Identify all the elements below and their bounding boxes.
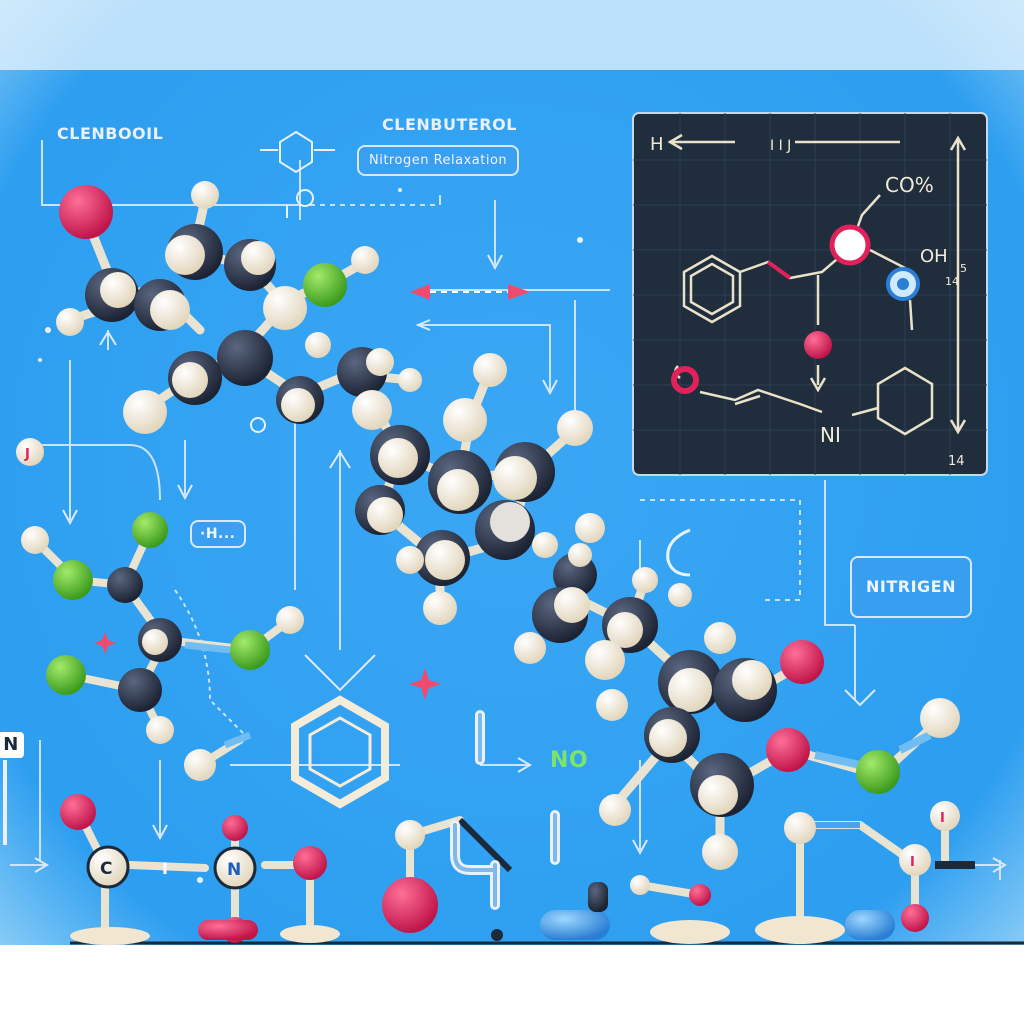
sparkle-icons	[94, 632, 441, 700]
benzene-glyph-top	[260, 130, 335, 218]
pipe-shapes-inner	[453, 713, 557, 907]
atom-i-label-1: I	[162, 859, 168, 878]
label-h-dots: ·H...	[190, 520, 246, 548]
molecule-cluster-right	[514, 543, 960, 870]
molecule-cluster-center	[337, 347, 605, 625]
panel-h-label: H	[650, 134, 664, 155]
label-nitrogen-relaxation: Nitrogen Relaxation	[357, 145, 520, 176]
curl-icon	[666, 528, 691, 577]
atom-i-label-2: I	[940, 811, 945, 826]
label-nitrigen: NITRIGEN	[850, 556, 972, 618]
ring-icon	[250, 417, 266, 433]
structure-panel: H I I J CO% OH 5 NI 14 14	[632, 112, 988, 476]
label-clenboil: CLENBOOIL	[57, 124, 164, 143]
bottom-molecule-row: C I N I I	[60, 794, 975, 945]
label-no: NO	[550, 748, 589, 773]
panel-co-label: CO%	[885, 173, 934, 197]
benzene-ring-center	[291, 695, 389, 809]
panel-oh-subscript: 5	[960, 262, 967, 275]
molecule-cluster-top-left	[56, 181, 379, 434]
double-arrow	[410, 284, 530, 300]
bottom-band	[0, 945, 1024, 1024]
panel-n-label: NI	[820, 423, 841, 447]
molecule-cluster-left	[21, 512, 304, 781]
label-edge-n: N	[0, 732, 24, 758]
panel-axis-tick: 14	[945, 275, 959, 288]
small-dot-icon	[491, 929, 503, 941]
panel-number-label: 14	[948, 454, 965, 469]
arrow-heads	[34, 254, 1007, 873]
top-fade	[0, 0, 1024, 70]
panel-top-label: I I J	[770, 138, 791, 154]
atom-i-label-3: I	[910, 855, 915, 870]
panel-oh-label: OH	[920, 246, 948, 267]
atom-n-label: N	[227, 860, 241, 880]
connector-lines	[10, 140, 1001, 880]
label-clenbuterol: CLENBUTEROL	[382, 115, 517, 134]
j-atom-label: J	[24, 447, 30, 462]
j-atom-left: J	[16, 438, 44, 466]
atom-c-label: C	[100, 859, 112, 879]
